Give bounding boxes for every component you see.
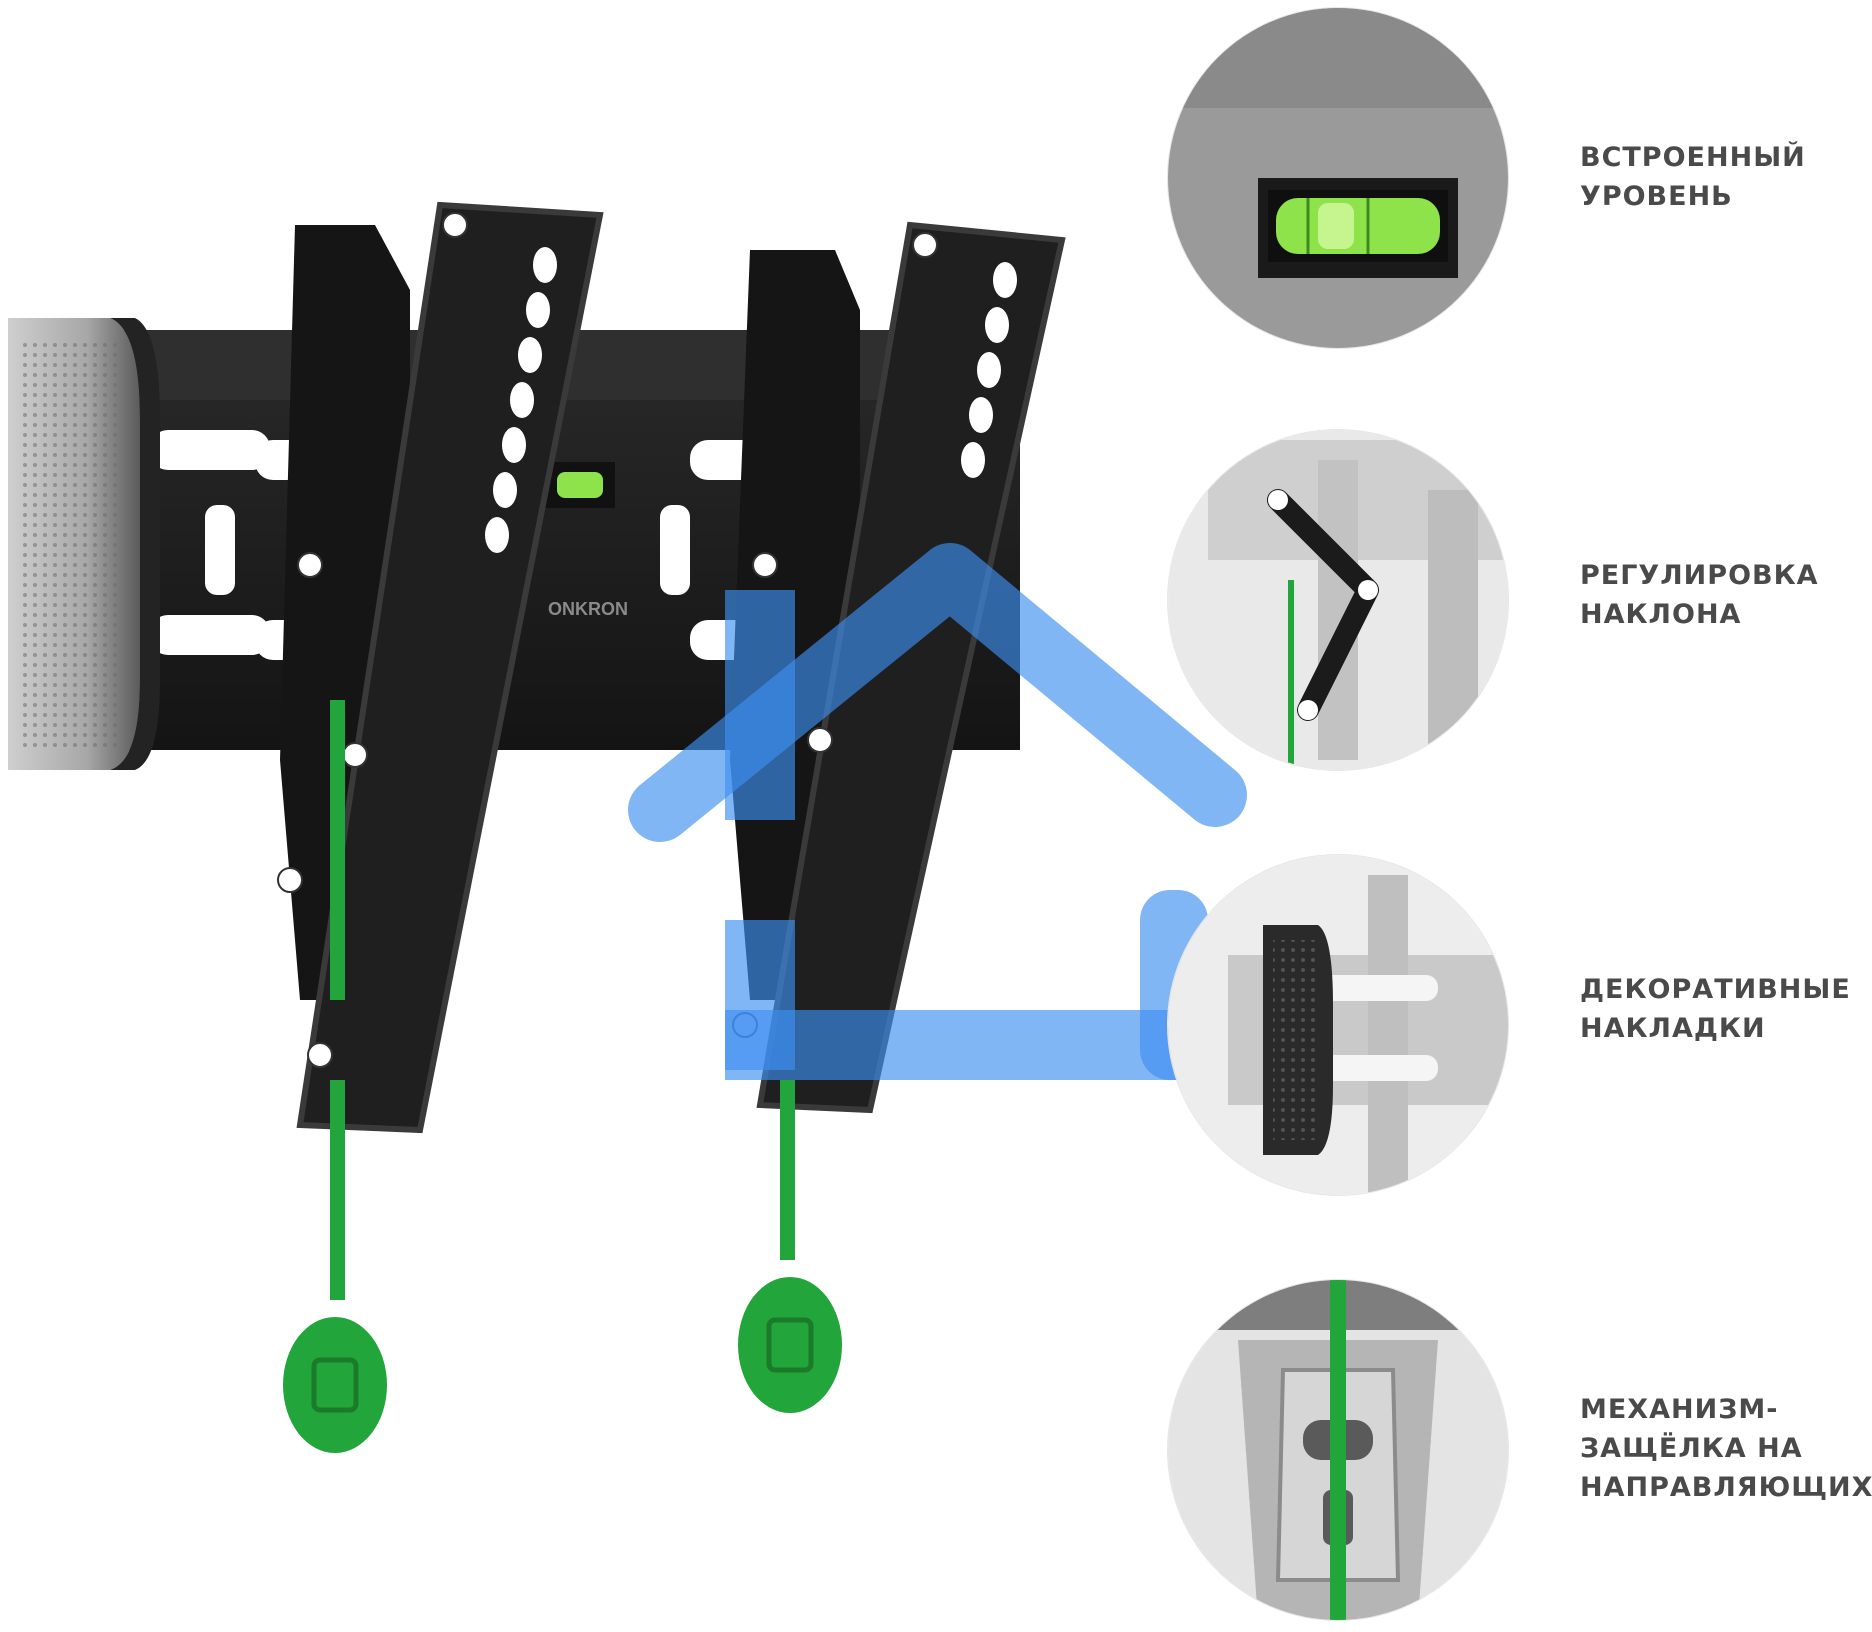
- left-green-tag: [283, 1317, 387, 1453]
- feature-circle-level: [1168, 8, 1508, 348]
- left-decorative-cover: [8, 318, 160, 770]
- feature-label-latch: МЕХАНИЗМ- ЗАЩЁЛКА НА НАПРАВЛЯЮЩИХ: [1580, 1394, 1872, 1503]
- bubble-level-icon: [1168, 8, 1508, 348]
- left-tilt-rail: [277, 201, 604, 1453]
- tilt-arm-icon: [1168, 430, 1508, 770]
- feature-circle-tilt: [1168, 430, 1508, 770]
- feature-circle-covers: [1168, 855, 1508, 1195]
- brand-label: ONKRON: [548, 599, 628, 619]
- cover-plate-icon: [1168, 855, 1508, 1195]
- right-green-tag: [738, 1277, 842, 1413]
- feature-label-covers: ДЕКОРАТИВНЫЕ НАКЛАДКИ: [1580, 974, 1851, 1044]
- right-tilt-rail: [730, 221, 1066, 1413]
- feature-label-level: ВСТРОЕННЫЙ УРОВЕНЬ: [1580, 142, 1806, 212]
- feature-label-tilt: РЕГУЛИРОВКА НАКЛОНА: [1580, 560, 1819, 630]
- latch-mechanism-icon: [1168, 1280, 1508, 1620]
- feature-circle-latch: [1168, 1280, 1508, 1620]
